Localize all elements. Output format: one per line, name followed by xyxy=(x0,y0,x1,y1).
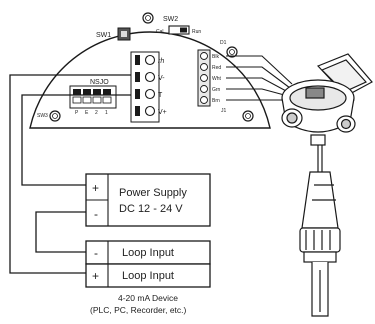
sensor-housing-illustration xyxy=(281,53,373,317)
jumper-pin-label: E xyxy=(85,110,89,116)
wire-label-wht: Wht xyxy=(212,76,222,82)
terminal-symbol-vminus: V- xyxy=(158,75,165,82)
j1-screw xyxy=(200,96,208,104)
j1-screw xyxy=(200,52,208,60)
terminal-screw xyxy=(144,88,156,100)
sw3-label: SW3 xyxy=(37,113,48,119)
terminal-screw xyxy=(144,54,156,66)
sw2-cal-label: Cal xyxy=(156,29,164,35)
d1-label: D1 xyxy=(220,40,227,46)
device-caption-line2: (PLC, PC, Recorder, etc.) xyxy=(90,305,187,315)
sw1-label: SW1 xyxy=(96,32,111,39)
power-supply-title: Power Supply xyxy=(119,187,187,199)
loop-input-plus-sign: + xyxy=(92,269,99,283)
device-caption-line1: 4-20 mA Device xyxy=(118,293,178,303)
loop-input-minus-label: Loop Input xyxy=(122,247,174,259)
power-supply-minus-sign: - xyxy=(94,207,98,221)
jumper-pin-label: 2 xyxy=(95,110,98,116)
j1-label: J1 xyxy=(221,108,227,114)
jumper-pins xyxy=(72,89,112,104)
field-wiring xyxy=(9,74,131,274)
terminal-symbol-vplus: V+ xyxy=(158,109,167,116)
loop-input-plus-box xyxy=(85,263,211,288)
wire-label-brn: Brn xyxy=(212,98,220,104)
sw2-label: SW2 xyxy=(163,16,178,23)
j1-screw xyxy=(200,74,208,82)
sw2-run-label: Run xyxy=(192,29,201,35)
wire-label-red: Red xyxy=(212,65,221,71)
terminal-screw xyxy=(144,105,156,117)
power-supply-plus-sign: + xyxy=(92,181,99,195)
wire-label-grn: Grn xyxy=(212,87,221,93)
j1-screw xyxy=(200,63,208,71)
jumper-pin-label: P xyxy=(75,110,79,116)
power-supply-voltage: DC 12 - 24 V xyxy=(119,203,183,215)
jumper-label: NSJO xyxy=(90,79,109,86)
j1-screw xyxy=(200,85,208,93)
loop-input-plus-label: Loop Input xyxy=(122,270,174,282)
terminal-screw xyxy=(144,71,156,83)
loop-input-minus-sign: - xyxy=(94,246,98,260)
wire-label-blk: Blk xyxy=(212,54,219,60)
sensor-cable-wires xyxy=(226,55,293,101)
terminal-symbol-t: T xyxy=(158,92,163,99)
jumper-pin-label: 1 xyxy=(105,110,108,116)
sw2-slide-switch[interactable] xyxy=(168,25,190,35)
terminal-symbol-rh: rh xyxy=(158,58,164,65)
